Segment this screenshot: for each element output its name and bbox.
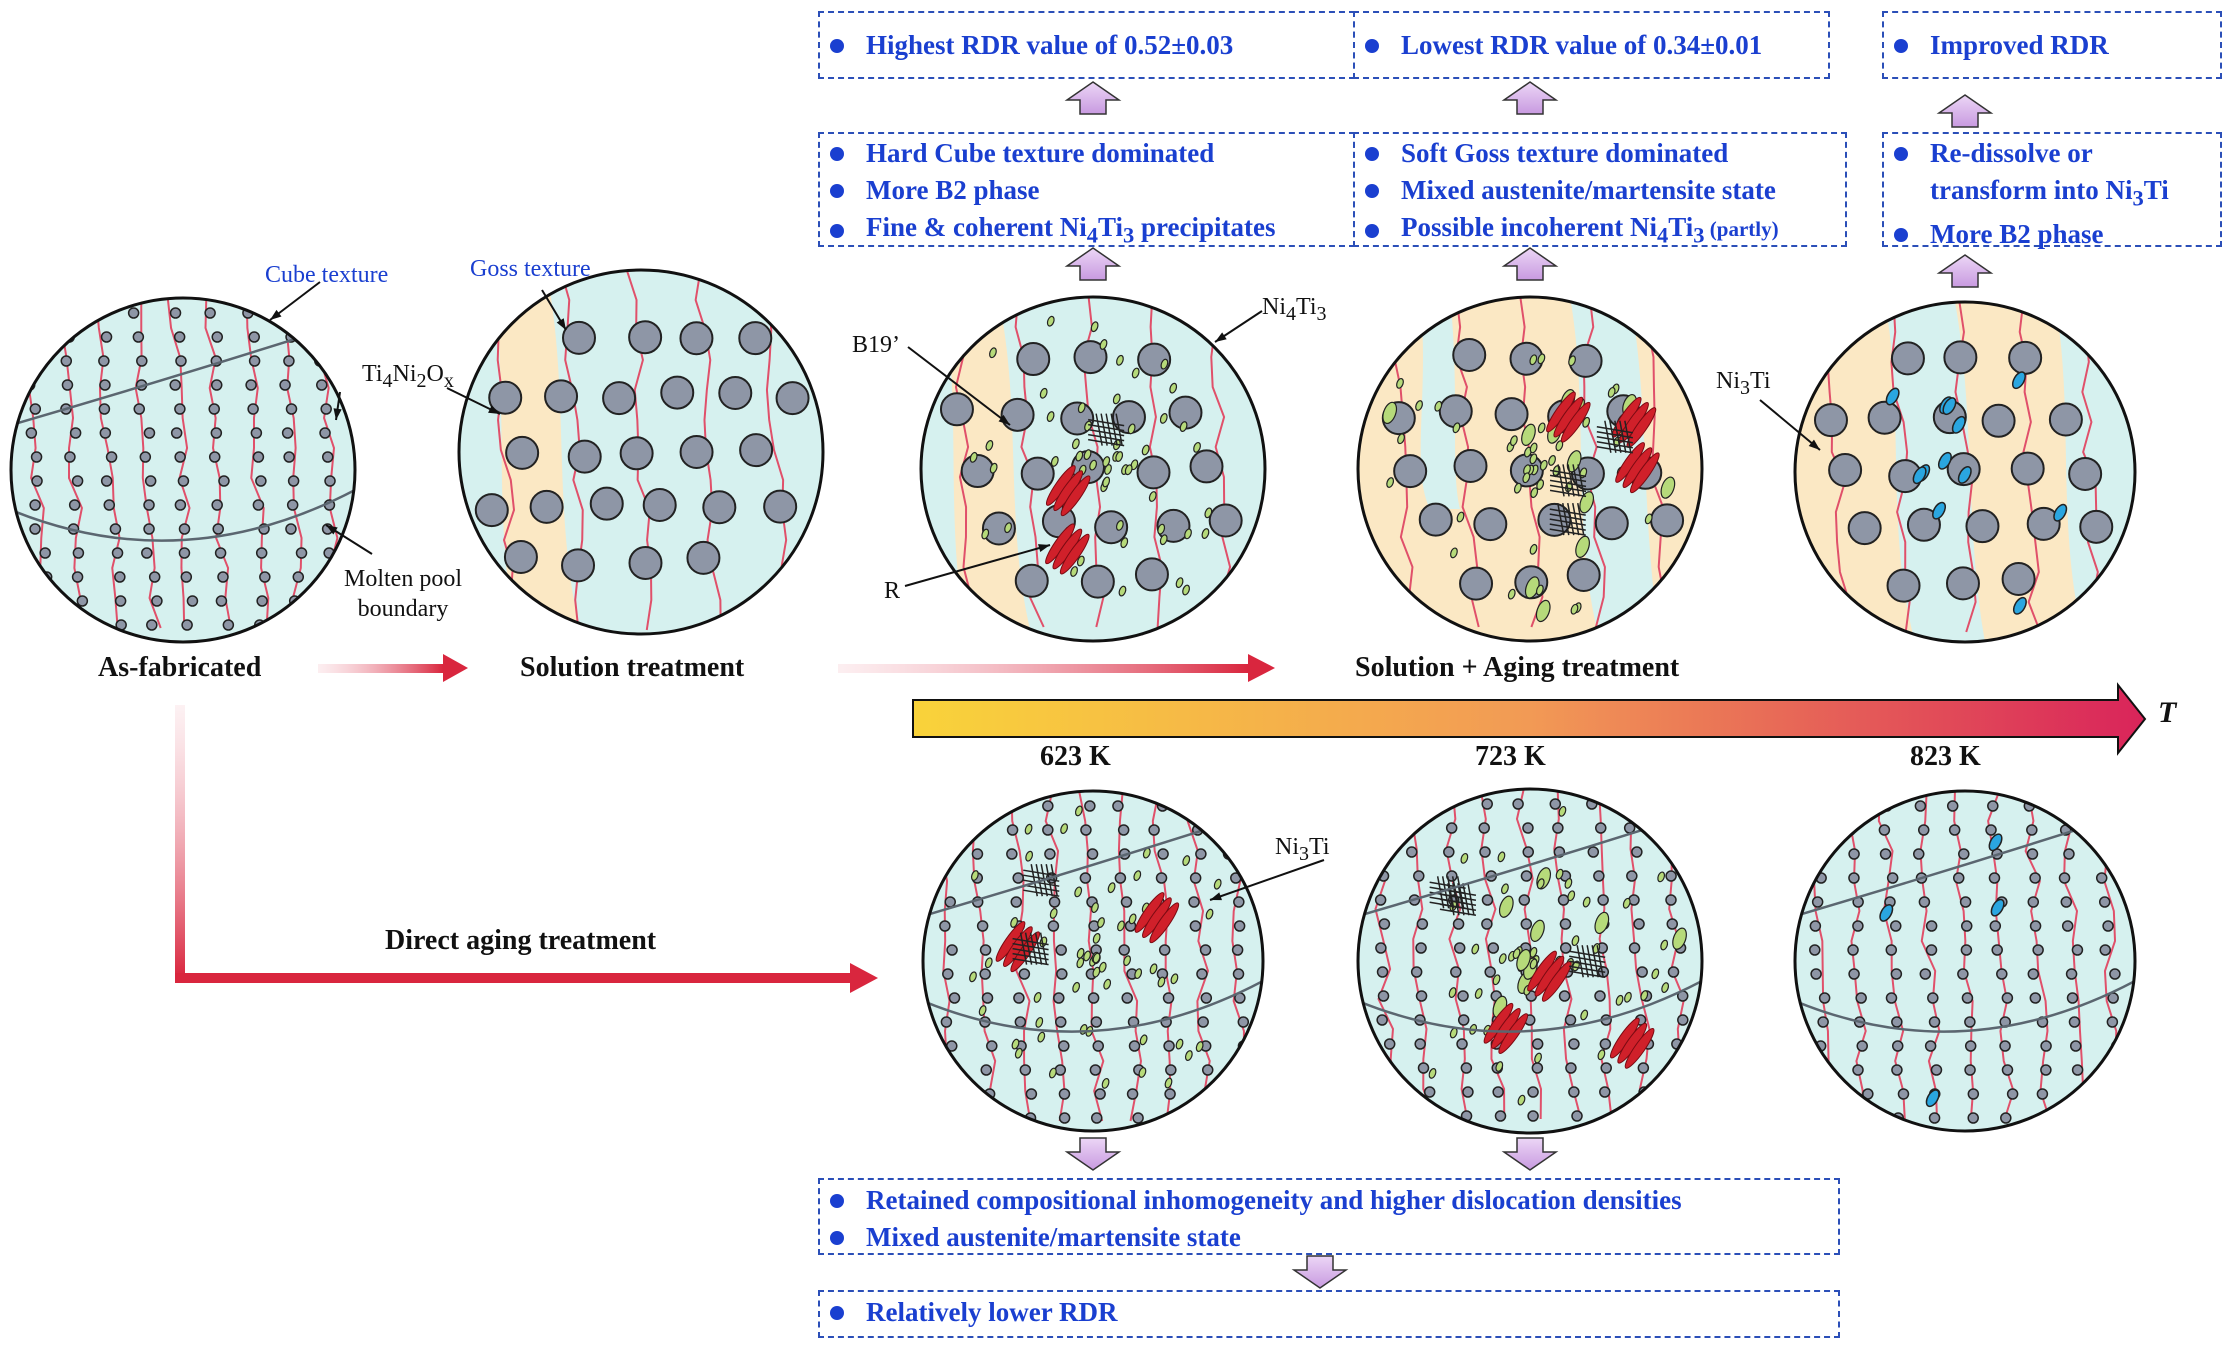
leader-arrowhead-icon bbox=[488, 405, 500, 414]
annotation-ni3ti-823k: Ni3Ti bbox=[1716, 368, 1771, 399]
up-arrow-icon bbox=[1501, 247, 1559, 281]
direct-aging-line1: Retained compositional inhomogeneity and… bbox=[866, 1185, 1682, 1215]
microstructure-solution bbox=[474, 270, 810, 634]
rdr-723k-text: Lowest RDR value of 0.34±0.01 bbox=[1401, 30, 1763, 60]
property-623k-line1: Hard Cube texture dominated bbox=[866, 138, 1215, 168]
down-arrow-icon bbox=[1064, 1137, 1122, 1171]
annotation-cube-texture: Cube texture bbox=[265, 262, 389, 288]
leader-arrowhead-icon bbox=[998, 414, 1010, 425]
bullet-dot-icon bbox=[1894, 146, 1908, 161]
direct-aging-rdr-box: Relatively lower RDR bbox=[818, 1290, 1840, 1338]
leader-arrowhead-icon bbox=[270, 309, 282, 320]
up-arrow-icon bbox=[1936, 94, 1994, 128]
leader-arrowhead-icon bbox=[1038, 544, 1050, 553]
temperature-axis-label: T bbox=[2158, 696, 2177, 729]
down-arrow-icon bbox=[1291, 1255, 1349, 1289]
annotation-b19: B19’ bbox=[852, 332, 900, 358]
label-direct-aging: Direct aging treatment bbox=[385, 925, 657, 956]
leader-arrowhead-icon bbox=[556, 318, 566, 330]
label-solution-aging: Solution + Aging treatment bbox=[1355, 652, 1680, 683]
microstructure-outline-solution-aging-723k bbox=[1356, 295, 1704, 643]
microstructure-outline-as-fabricated bbox=[9, 296, 357, 644]
label-723k: 723 K bbox=[1475, 741, 1546, 772]
leader-arrowhead-icon bbox=[1210, 892, 1222, 901]
leader-line bbox=[1209, 859, 1325, 901]
down-arrow-icon bbox=[1501, 1137, 1559, 1171]
bullet-dot-icon bbox=[1365, 224, 1379, 239]
up-arrow-icon bbox=[1064, 247, 1122, 281]
bullet-dot-icon bbox=[830, 146, 844, 161]
label-as-fabricated: As-fabricated bbox=[98, 652, 262, 683]
rdr-box-823k: Improved RDR bbox=[1882, 11, 2222, 79]
microstructure-outline-solution bbox=[457, 268, 825, 636]
microstructure-outline-direct-aging-623k bbox=[921, 789, 1265, 1133]
up-arrow-icon bbox=[1501, 81, 1559, 115]
microstructure-solution-aging-723k bbox=[1358, 297, 1702, 641]
rdr-823k-text: Improved RDR bbox=[1930, 30, 2109, 60]
property-box-823k: Re-dissolve or transform into Ni3Ti More… bbox=[1882, 132, 2222, 249]
property-823k-line3: More B2 phase bbox=[1930, 219, 2104, 250]
process-arrow-direct-aging bbox=[175, 705, 878, 993]
leader-arrowhead-icon bbox=[1215, 332, 1227, 342]
direct-aging-property-box: Retained compositional inhomogeneity and… bbox=[818, 1178, 1840, 1255]
property-723k-line2: Mixed austenite/martensite state bbox=[1401, 175, 1776, 205]
up-arrow-icon bbox=[1936, 254, 1994, 288]
bullet-dot-icon bbox=[830, 1193, 844, 1208]
leader-arrowhead-icon bbox=[326, 525, 338, 535]
bullet-dot-icon bbox=[830, 1230, 844, 1245]
property-723k-line1: Soft Goss texture dominated bbox=[1401, 138, 1729, 168]
leader-line bbox=[1759, 399, 1821, 451]
direct-aging-line3: Relatively lower RDR bbox=[866, 1297, 1118, 1327]
label-623k: 623 K bbox=[1040, 741, 1111, 772]
property-723k-line3: Possible incoherent Ni4Ti3 (partly) bbox=[1401, 212, 1779, 248]
bullet-dot-icon bbox=[1894, 38, 1908, 53]
label-solution-treatment: Solution treatment bbox=[520, 652, 745, 683]
up-arrow-icon bbox=[1064, 81, 1122, 115]
microstructure-bg-as-fabricated bbox=[11, 298, 355, 642]
microstructure-outline-direct-aging-823k bbox=[1793, 789, 2137, 1133]
annotation-ni3ti-623k: Ni3Ti bbox=[1275, 834, 1330, 865]
bullet-dot-icon bbox=[830, 38, 844, 53]
bullet-dot-icon bbox=[830, 1305, 844, 1320]
label-823k: 823 K bbox=[1910, 741, 1981, 772]
process-arrow-to-solution bbox=[318, 654, 468, 682]
microstructure-outline-solution-aging-823k bbox=[1793, 300, 2137, 644]
bullet-dot-icon bbox=[830, 224, 844, 239]
microstructure-solution-aging-823k bbox=[1795, 302, 2135, 642]
property-623k-line2: More B2 phase bbox=[866, 175, 1040, 205]
process-arrow-to-solution-aging bbox=[838, 654, 1275, 682]
temperature-axis-arrow bbox=[912, 682, 2147, 756]
microstructure-outline-solution-aging-623k bbox=[919, 295, 1267, 643]
direct-aging-line2: Mixed austenite/martensite state bbox=[866, 1222, 1241, 1252]
property-box-723k: Soft Goss texture dominated Mixed austen… bbox=[1353, 132, 1847, 247]
bullet-dot-icon bbox=[1365, 183, 1379, 198]
rdr-box-623k: Highest RDR value of 0.52±0.03 bbox=[818, 11, 1355, 79]
property-823k-line1: Re-dissolve or bbox=[1930, 138, 2093, 168]
bullet-dot-icon bbox=[830, 183, 844, 198]
annotation-ni4ti3: Ni4Ti3 bbox=[1262, 294, 1327, 325]
property-box-623k: Hard Cube texture dominated More B2 phas… bbox=[818, 132, 1355, 247]
annotation-ti4ni2ox: Ti4Ni2Ox bbox=[362, 361, 454, 392]
bullet-dot-icon bbox=[1365, 38, 1379, 53]
microstructure-solution-aging-623k bbox=[939, 297, 1243, 641]
rdr-623k-text: Highest RDR value of 0.52±0.03 bbox=[866, 30, 1234, 60]
bullet-dot-icon bbox=[1365, 146, 1379, 161]
property-623k-line3: Fine & coherent Ni4Ti3 precipitates bbox=[866, 212, 1276, 248]
rdr-box-723k: Lowest RDR value of 0.34±0.01 bbox=[1353, 11, 1830, 79]
microstructure-outline-direct-aging-723k bbox=[1356, 787, 1704, 1135]
leader-line bbox=[904, 544, 1051, 587]
annotation-r-phase: R bbox=[884, 578, 901, 604]
property-823k-line2: transform into Ni3Ti bbox=[1930, 175, 2169, 211]
annotation-goss-texture: Goss texture bbox=[470, 256, 591, 282]
leader-line bbox=[907, 346, 1011, 426]
leader-arrowhead-icon bbox=[1808, 439, 1820, 450]
bullet-dot-icon bbox=[1894, 227, 1908, 242]
leader-arrowhead-icon bbox=[333, 408, 342, 420]
